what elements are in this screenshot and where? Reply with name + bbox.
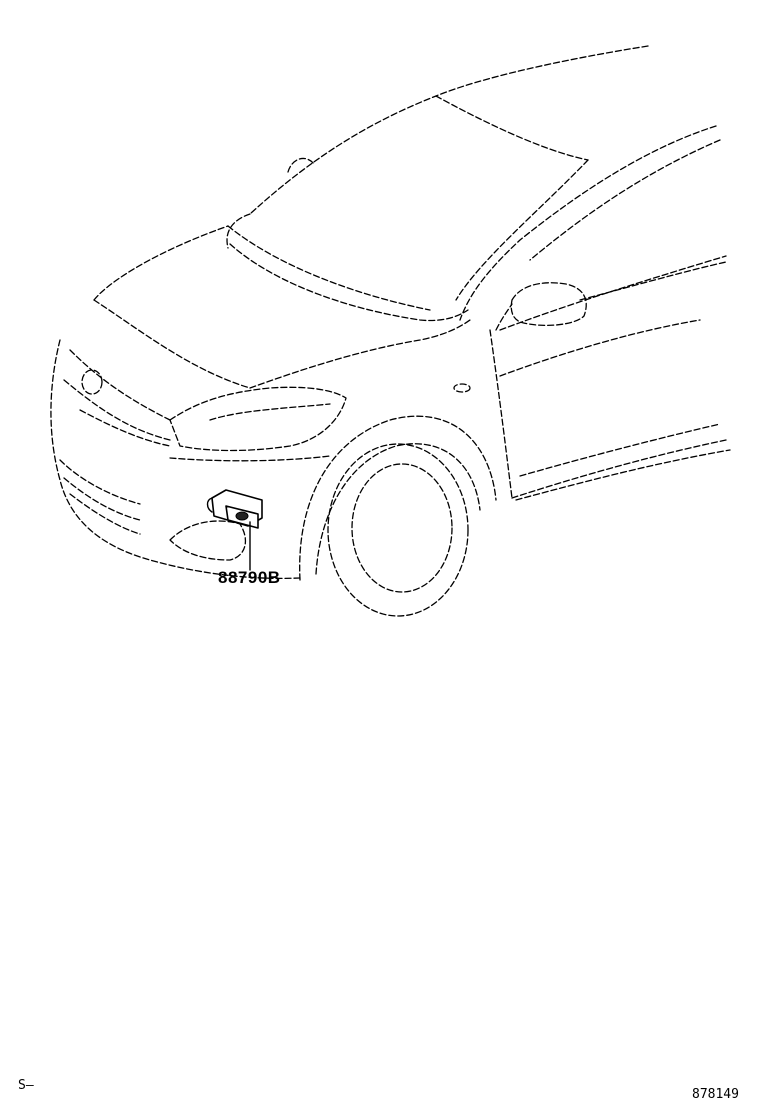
grille-lower <box>63 379 171 441</box>
a-pillar <box>459 125 717 321</box>
hood-crease <box>229 243 469 322</box>
lower-intake-1 <box>59 459 141 505</box>
grille-bar <box>79 409 171 447</box>
grille-upper <box>69 349 171 421</box>
a-pillar-inner <box>529 139 721 261</box>
lower-intake-3 <box>69 493 141 535</box>
windshield-left <box>226 213 251 249</box>
illustration-id: 878149 <box>692 1087 739 1102</box>
side-marker <box>453 383 471 393</box>
headlamp-inner <box>209 403 331 421</box>
body-side-line-2 <box>519 423 721 477</box>
windshield-top <box>435 95 589 161</box>
wheel-arch-outer <box>299 415 497 581</box>
mirror-base <box>495 303 513 331</box>
hood-left-edge <box>93 225 229 301</box>
bumper-line <box>169 455 331 462</box>
tire-inner <box>351 463 453 593</box>
front-fascia <box>50 339 301 580</box>
tire-outer <box>327 443 469 617</box>
windshield-bottom <box>227 225 431 311</box>
lower-intake-2 <box>63 477 141 521</box>
side-mirror <box>510 282 587 326</box>
fog-lamp-part <box>206 489 263 529</box>
fog-lamp-lens <box>235 511 249 521</box>
door-front-edge <box>489 329 513 499</box>
part-number-label[interactable]: 88790B <box>218 568 281 587</box>
body-side-line <box>511 439 727 499</box>
body-character-line <box>499 319 701 377</box>
windshield-right-pillar <box>455 159 589 301</box>
hood-rear-edge <box>249 319 471 389</box>
wheel-arch-inner <box>315 443 481 575</box>
antenna <box>287 157 315 173</box>
roof-line <box>249 45 649 215</box>
hood-front-edge <box>93 299 251 389</box>
fog-lamp-connector <box>206 497 213 513</box>
window-lower-line <box>499 255 727 331</box>
rocker-line <box>515 449 731 501</box>
headlamp <box>169 386 347 452</box>
fog-lamp-recess <box>169 520 247 561</box>
corner-left-code: S– <box>18 1078 34 1093</box>
emblem <box>81 369 103 395</box>
window-belt-line <box>579 261 727 301</box>
